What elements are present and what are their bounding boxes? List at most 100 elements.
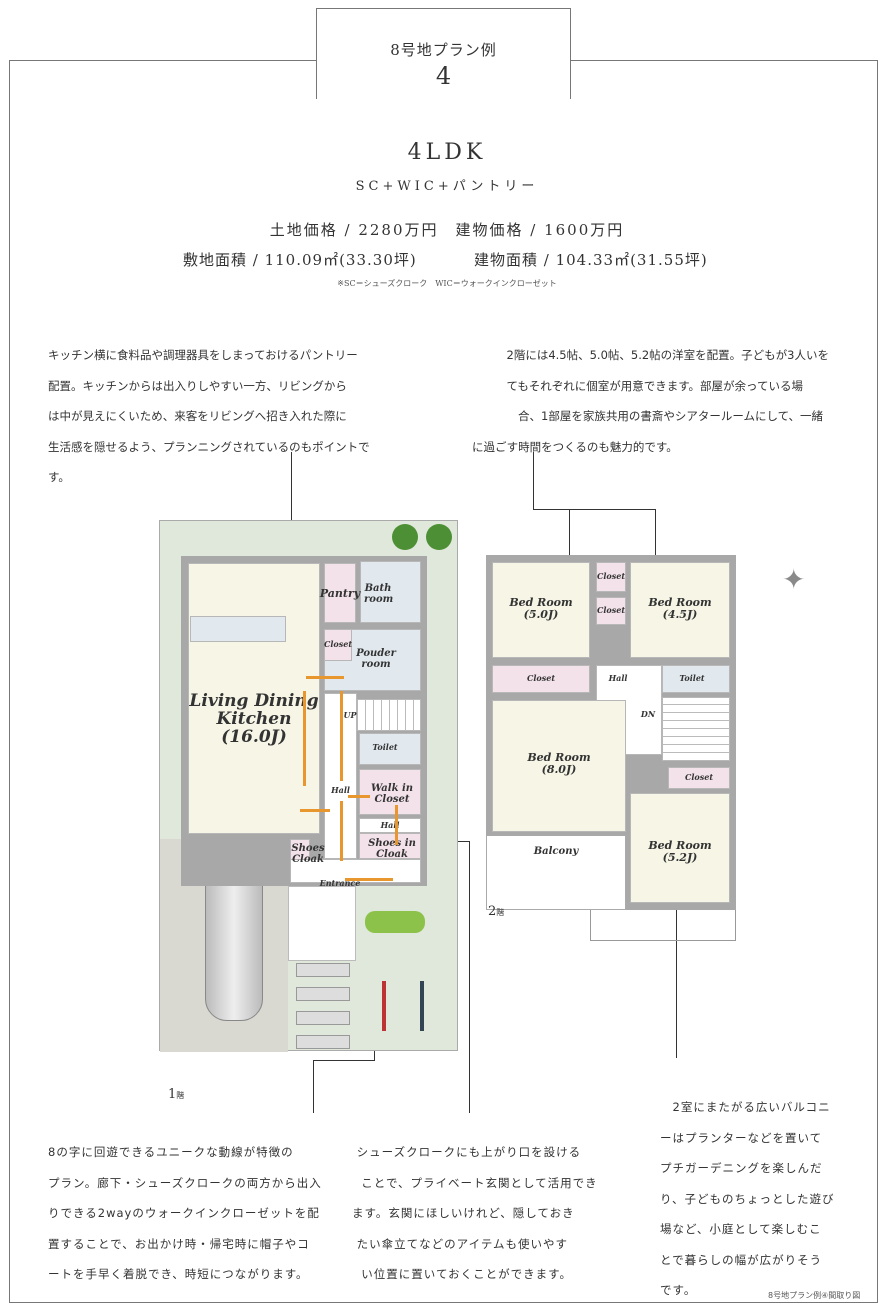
bed52-label: Bed Room(5.2J): [630, 840, 730, 863]
bed5-label: Bed Room(5.0J): [492, 597, 590, 620]
bed8-size: (8.0J): [541, 762, 577, 776]
step: [296, 1035, 350, 1049]
step: [296, 1011, 350, 1025]
wic-label: Walk in Closet: [370, 783, 414, 805]
leader-line: [569, 509, 570, 585]
leader-line: [469, 841, 470, 1113]
floor2-number: 2: [488, 904, 497, 919]
floor2-suffix: 階: [496, 908, 505, 917]
price-line: 土地価格 / 2280万円 建物価格 / 1600万円: [269, 221, 625, 239]
closet-label: Closet: [323, 639, 353, 649]
plan-number: 4: [435, 62, 452, 90]
bicycle-icon: [420, 981, 424, 1031]
layout-type: 4LDK: [407, 140, 487, 165]
kitchen-counter: [190, 616, 286, 642]
plan-title-box: 8号地プラン例 4: [316, 8, 571, 99]
room-toilet: [359, 733, 421, 765]
building-area: 建物面積 / 104.33㎡(31.55坪): [474, 251, 708, 269]
leader-line: [655, 509, 656, 585]
circulation-arrow: [303, 691, 306, 786]
hall2-label: Hall: [380, 820, 400, 830]
bicycle-icon: [382, 981, 386, 1031]
room-closet: [324, 629, 352, 661]
bed45-label: Bed Room(4.5J): [630, 597, 730, 620]
circulation-arrow: [306, 676, 344, 679]
leader-line: [291, 452, 292, 584]
car-icon: [205, 861, 263, 1021]
abbreviation-note: ※SC＝シューズクローク WIC＝ウォークインクローゼット: [337, 279, 557, 288]
bed52-size: (5.2J): [662, 850, 698, 864]
floor1-number: 1: [168, 1087, 177, 1102]
ldk-size: (16.0J): [221, 726, 287, 747]
floor2-label: 2階: [488, 904, 504, 919]
circulation-arrow: [340, 691, 343, 781]
balcony-label: Balcony: [533, 846, 579, 857]
stairs: [357, 699, 421, 731]
pantry-label: Pantry: [319, 587, 361, 600]
dn-label: DN: [640, 709, 656, 719]
closet-a: [596, 562, 626, 592]
bath-label: Bath room: [364, 583, 394, 605]
land-area: 敷地面積 / 110.09㎡(33.30坪): [183, 251, 417, 269]
step: [296, 987, 350, 1001]
up-label: UP: [343, 710, 357, 720]
room-hall-small: [359, 818, 421, 833]
step: [296, 963, 350, 977]
entrance-label: Entrance: [319, 878, 361, 888]
leader-line: [676, 905, 677, 1058]
ldk-name: Living Dining Kitchen: [189, 691, 319, 729]
toilet-label: Toilet: [679, 673, 705, 683]
compass-icon: ✦: [782, 563, 806, 596]
shoes-cloak-description: シューズクロークにも上がり口を設ける ことで、プライベート玄関として活用でき ま…: [352, 1145, 598, 1281]
room-pantry: [324, 563, 356, 623]
floor2-plan: Bed Room(5.0J) Bed Room(4.5J) Closet Clo…: [486, 555, 736, 941]
room-bed-52: [630, 793, 730, 903]
bed5-size: (5.0J): [523, 607, 559, 621]
bed8-label: Bed Room(8.0J): [492, 752, 626, 775]
circulation-arrow: [340, 801, 343, 861]
pantry-description: キッチン横に食料品や調理器具をしまっておけるパントリー 配置。キッチンからは出入…: [48, 348, 370, 484]
plan-label: 8号地プラン例: [390, 41, 497, 59]
circulation-arrow: [300, 809, 330, 812]
porch: [288, 886, 356, 961]
balcony-description: 2室にまたがる広いバルコニ ーはプランターなどを置いて プチガーデニングを楽しん…: [660, 1100, 835, 1297]
circulation-arrow: [348, 795, 370, 798]
bed45-name: Bed Room: [648, 596, 712, 609]
footer-caption: 8号地プラン例④間取り図: [768, 1291, 861, 1300]
closet-d: [668, 767, 730, 789]
tree-icon: [426, 524, 452, 550]
leader-line: [313, 1060, 374, 1061]
bed45-size: (4.5J): [662, 607, 698, 621]
floor1-label: 1階: [168, 1087, 184, 1102]
leader-line: [533, 452, 534, 510]
bed52-name: Bed Room: [648, 839, 712, 852]
bed5-name: Bed Room: [509, 596, 573, 609]
room-bath: [360, 561, 421, 623]
toilet-label: Toilet: [372, 742, 398, 752]
circulation-arrow: [395, 805, 398, 845]
stairs: [662, 697, 730, 761]
leader-line: [313, 1060, 314, 1113]
room-bed-5: [492, 562, 590, 658]
floor1-plan: Living Dining Kitchen(16.0J) Pantry Bath…: [159, 520, 458, 1052]
bed8-name: Bed Room: [527, 751, 591, 764]
powder-label: Pouder room: [356, 648, 396, 670]
circulation-arrow: [345, 878, 393, 881]
second-floor-description: 2階には4.5帖、5.0帖、5.2帖の洋室を配置。子どもが3人いを てもそれぞれ…: [472, 348, 829, 454]
room-toilet: [662, 665, 730, 693]
shoes-in-cloak-label: Shoes in Cloak: [368, 838, 416, 860]
hall-label: Hall: [331, 785, 350, 795]
ldk-label: Living Dining Kitchen(16.0J): [188, 691, 320, 747]
closet-c-label: Closet: [526, 673, 556, 683]
room-bed-45: [630, 562, 730, 658]
closet-b-label: Closet: [596, 605, 626, 615]
room-bed-8: [492, 700, 626, 832]
hall-label: Hall: [608, 673, 628, 683]
closet-a-label: Closet: [596, 571, 626, 581]
floor1-suffix: 階: [176, 1091, 185, 1100]
closet-b: [596, 597, 626, 625]
room-shoes-in-cloak: [359, 833, 421, 859]
leader-line: [533, 509, 655, 510]
circulation-description: 8の字に回遊できるユニークな動線が特徴の プラン。廊下・シューズクロークの両方か…: [48, 1145, 322, 1281]
tree-icon: [392, 524, 418, 550]
